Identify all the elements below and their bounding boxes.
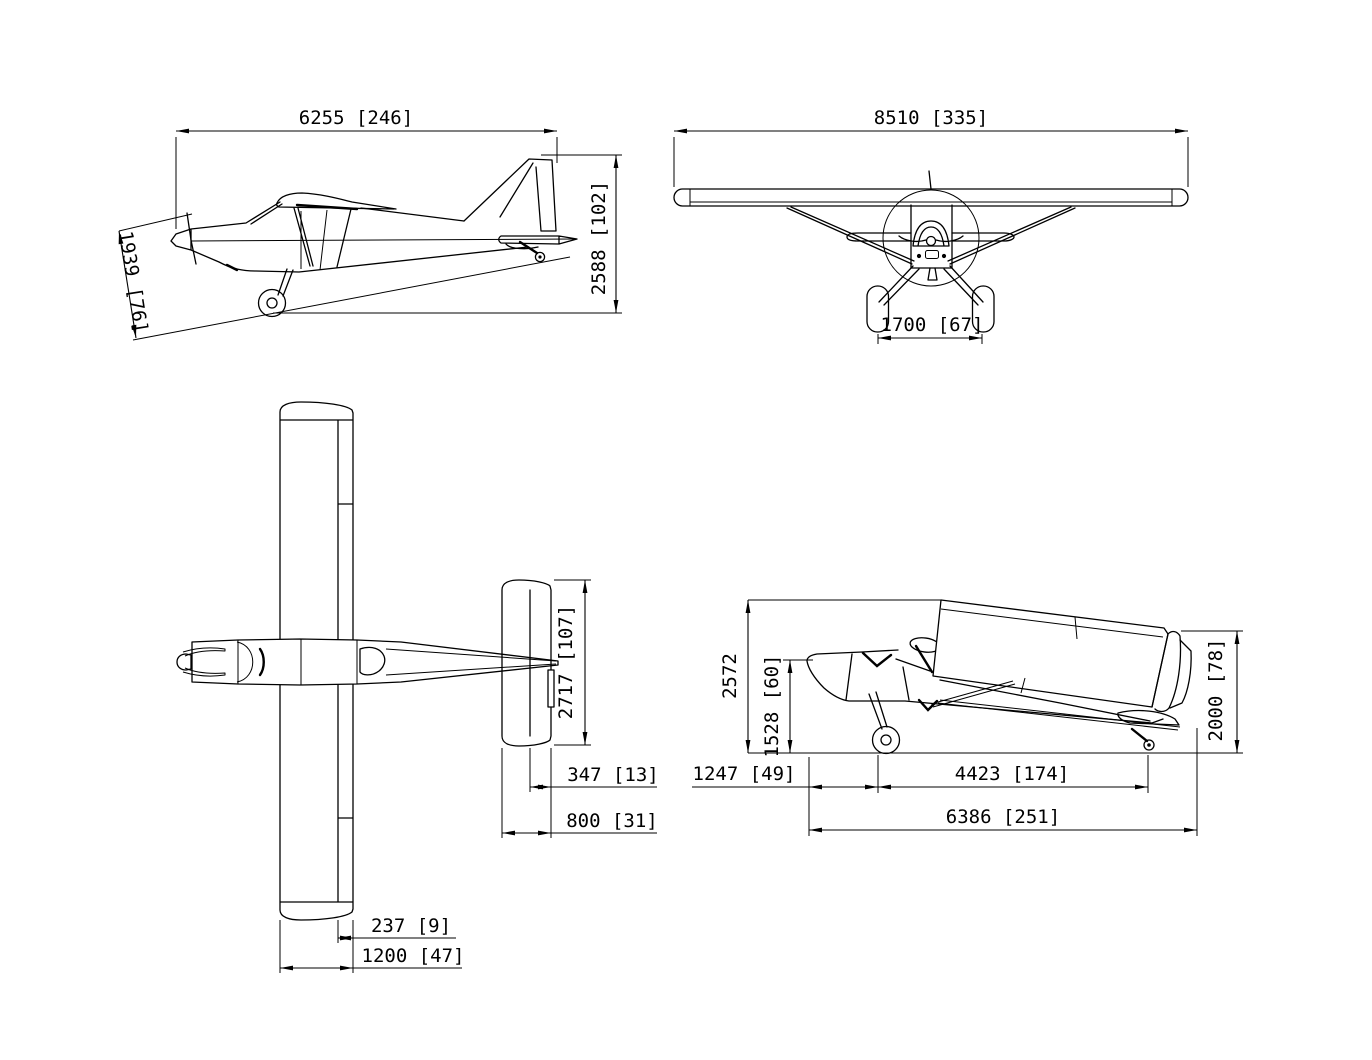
top-prop-blades [182,647,226,677]
folded-main-wheel [871,725,901,755]
front-wing [673,188,1189,207]
top-elevchord-leader [529,748,657,792]
folded-tailheight-label: 2000 [78] [1205,639,1227,742]
top-elevchord-label: 347 [13] [567,764,659,786]
folded-tailwheel-hub [1147,743,1151,747]
folded-windshield-mark [861,651,893,668]
folded-noseheight-label: 1528 [60] [761,655,783,758]
front-cowl-arcs [912,220,950,247]
top-view: 2717 [107] 347 [13] 800 [31] 237 [9] 120… [176,401,659,973]
folded-tailwheel [1143,739,1155,751]
top-windshield-arc [258,647,265,677]
side-wing [250,192,397,225]
folded-wheelbase-label: 4423 [174] [955,763,1069,785]
top-stabchord-label: 800 [31] [566,810,658,832]
side-main-wheel-hub [266,297,278,309]
top-elevator-tab [547,669,555,708]
front-air-intake [925,250,939,259]
folded-wing-panel-lines [940,608,1164,694]
side-ground-line [132,256,571,341]
front-wheel-left [866,285,890,333]
side-nose-step [225,263,239,272]
top-ailchord-leader [337,920,456,943]
side-tailwheel-hub [538,255,542,259]
front-track-label: 1700 [67] [881,314,984,336]
top-spinner [176,653,192,671]
folded-bottom-ext-lines [808,728,1198,836]
front-span-ext-lines [673,137,1189,187]
front-exhaust-right [941,253,947,259]
side-prop-ext-line [118,213,193,232]
top-rear-window [359,646,386,676]
side-stabilizer [498,235,578,250]
folded-height-label: 2572 [719,653,741,699]
folded-gear-leg [868,691,888,730]
side-height-ext-lines [273,154,622,314]
side-length-ext-lines [175,137,558,229]
side-rear-deck [360,207,465,222]
front-wheel-right [971,285,995,333]
side-main-wheel [257,288,287,318]
top-wing-outline [279,401,354,921]
top-fuselage-outline [191,638,559,686]
front-antenna [928,170,932,190]
folded-length-label: 6386 [251] [946,806,1060,828]
side-height-label: 2588 [102] [588,181,610,295]
side-length-label: 6255 [246] [299,107,413,129]
top-ailchord-label: 237 [9] [371,915,451,937]
front-prop-blades [898,235,964,243]
folded-view: 2572 1528 [60] 1247 [49] 4423 [174] 6386… [692,599,1243,836]
front-gear-legs [878,265,984,306]
top-stabilizer-outline [501,579,552,747]
front-spinner [925,235,937,247]
folded-pivot-strut [914,644,934,674]
folded-wing-panel [932,599,1169,708]
top-wingchord-label: 1200 [47] [362,945,465,967]
folded-door-mark [917,698,939,712]
side-propeller-blade [186,212,197,265]
top-stabchord-leader [501,748,657,838]
front-exhaust-left [916,253,922,259]
folded-fin [1151,630,1182,713]
top-stabspan-label: 2717 [107] [555,605,577,719]
side-prop-label: 1939 [76] [114,229,152,334]
side-prop-dim-line [118,230,137,339]
side-tailwheel-spring [518,240,539,255]
folded-strut-lines [930,680,1181,731]
side-longeron-line [190,238,576,242]
side-view: 6255 [246] 2588 [102] 1939 [76] [114,107,622,341]
top-fuselage-frames [236,639,557,685]
folded-rudder [1169,639,1192,709]
folded-stabilizer [1117,709,1180,726]
front-propeller-disc [882,189,980,287]
folded-tailwheel-spring [1130,727,1149,743]
folded-nosewheel-label: 1247 [49] [693,763,796,785]
side-gear-leg [277,268,294,297]
front-wing-details [689,189,1173,206]
side-flap-line [295,203,359,211]
front-span-label: 8510 [335] [874,107,988,129]
top-wingchord-leader [279,920,462,973]
folded-main-wheel-hub [880,734,892,746]
side-tailwheel [534,251,546,263]
side-wing-struts [293,207,352,268]
side-cabin-frames [300,209,328,271]
front-fuselage [910,204,953,269]
folded-fuselage-outline [806,649,1164,724]
side-fin-rudder [463,158,557,232]
front-tailwheel-fork [927,267,938,281]
top-stabspan-ext-lines [554,579,591,746]
front-track-ext-lines [877,334,983,344]
front-view: 8510 [335] 1700 [67] [673,107,1189,344]
front-stabilizer [846,232,1015,242]
front-lift-struts [786,206,1076,265]
